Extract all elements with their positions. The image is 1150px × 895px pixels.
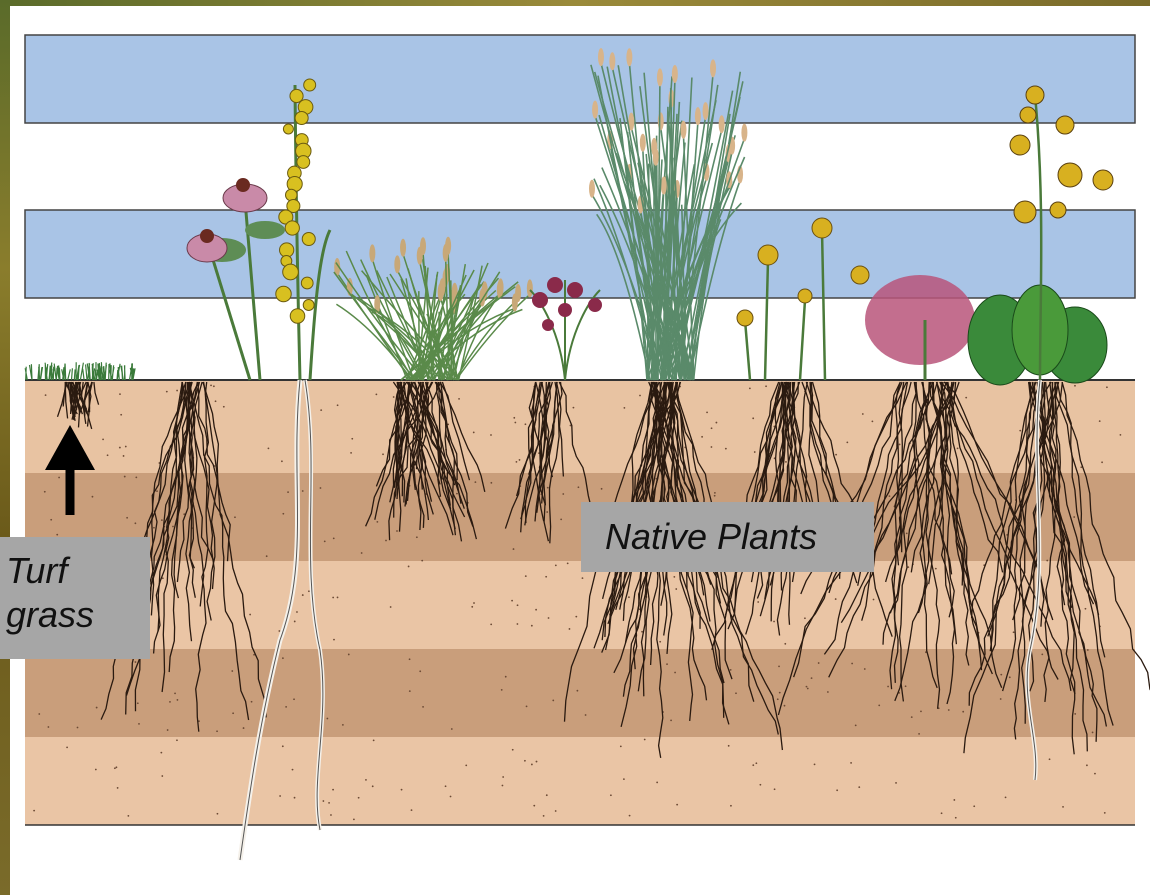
turf-grass — [25, 362, 135, 380]
soil-layer-5 — [25, 737, 1135, 825]
turf-grass-label: Turf grass — [0, 537, 150, 659]
turf-label-line1: Turf — [6, 549, 150, 593]
native-plants-label: Native Plants — [581, 502, 874, 572]
sky-band-top — [25, 35, 1135, 123]
blazing-star-plant — [865, 275, 975, 380]
turf-label-line2: grass — [6, 593, 150, 637]
